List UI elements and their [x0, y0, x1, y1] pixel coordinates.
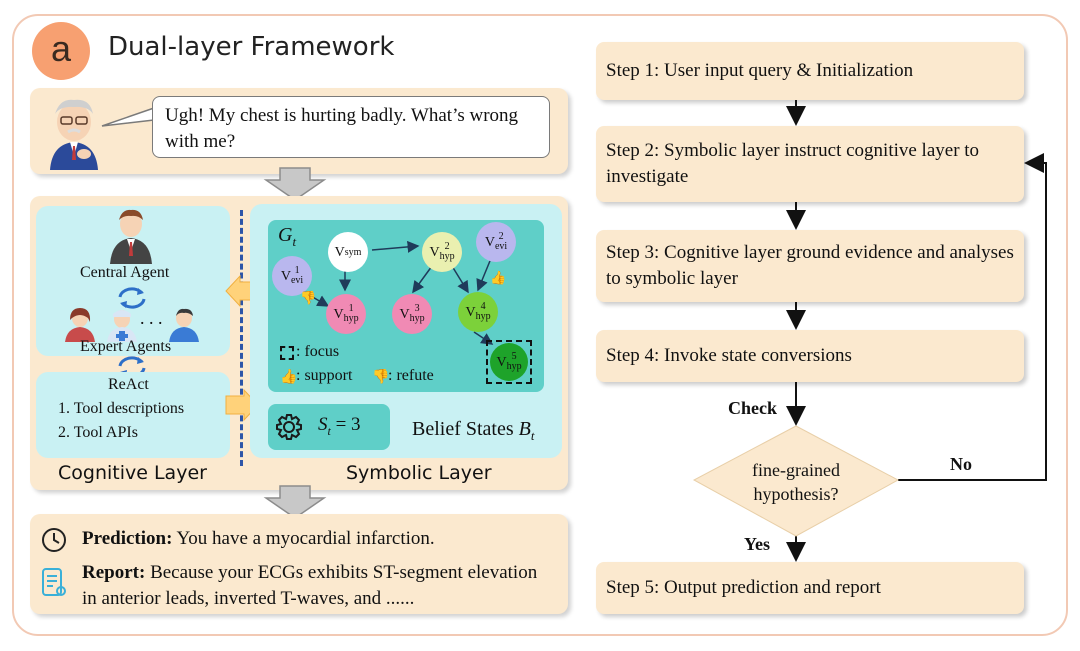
clock-icon — [42, 528, 66, 552]
expert-agent-icon-2 — [107, 310, 137, 342]
support-thumb-icon: 👍 — [490, 270, 507, 285]
step-1: Step 1: User input query & Initializatio… — [596, 42, 1024, 100]
panel-badge: a — [32, 22, 90, 80]
decision-text: fine-grained hypothesis? — [752, 460, 840, 504]
state-value: St = 3 — [318, 414, 361, 438]
prediction-line: Prediction: You have a myocardial infarc… — [82, 528, 435, 549]
central-agent-icon — [110, 209, 152, 264]
more-agents-dots: . . . — [140, 308, 163, 328]
belief-states-label: Belief States Bt — [412, 418, 535, 443]
down-arrow-1 — [263, 167, 327, 201]
step-4: Step 4: Invoke state conversions — [596, 330, 1024, 382]
central-agent-label: Central Agent — [80, 264, 170, 281]
layer-divider — [240, 210, 243, 466]
cycle-icon — [118, 287, 146, 309]
flow-arrows — [692, 100, 1047, 562]
react-item-1: 1. Tool descriptions — [58, 400, 185, 417]
expert-agent-icon-3 — [169, 308, 199, 342]
react-title: ReAct — [108, 376, 149, 393]
gear-icon — [276, 414, 302, 440]
refute-thumb-icon: 👎 — [300, 290, 317, 305]
react-box — [36, 372, 230, 458]
react-item-2: 2. Tool APIs — [58, 424, 138, 441]
patient-speech-bubble: Ugh! My chest is hurting badly. What’s w… — [152, 96, 550, 158]
support-legend-icon: 👍 — [280, 370, 298, 385]
focus-box — [486, 340, 532, 384]
cognitive-layer-label: Cognitive Layer — [58, 462, 207, 484]
focus-legend-icon — [280, 346, 294, 360]
legend-focus: : focus — [296, 343, 340, 360]
speech-tail — [101, 107, 155, 127]
graph-label: Gt — [278, 224, 297, 249]
step-3: Step 3: Cognitive layer ground evidence … — [596, 230, 1024, 302]
step-2: Step 2: Symbolic layer instruct cognitiv… — [596, 126, 1024, 202]
refute-legend-icon: 👎 — [372, 370, 390, 385]
symbolic-layer-label: Symbolic Layer — [346, 462, 492, 484]
step-5: Step 5: Output prediction and report — [596, 562, 1024, 614]
state-box — [268, 404, 390, 450]
down-arrow-2 — [263, 485, 327, 519]
figure-title: Dual-layer Framework — [108, 32, 395, 62]
expert-agent-icon-1 — [65, 308, 95, 342]
graph-edges — [303, 240, 494, 345]
legend-support: : support — [296, 367, 353, 384]
legend-refute: : refute — [388, 367, 434, 384]
check-label: Check — [728, 398, 777, 418]
patient-avatar-icon — [50, 99, 98, 170]
report-icon — [42, 568, 66, 596]
no-label: No — [950, 454, 972, 474]
expert-agents-label: Expert Agents — [80, 338, 172, 355]
output-panel — [30, 514, 568, 614]
report-line: Report: Because your ECGs exhibits ST-se… — [82, 562, 538, 609]
yes-label: Yes — [744, 534, 770, 554]
